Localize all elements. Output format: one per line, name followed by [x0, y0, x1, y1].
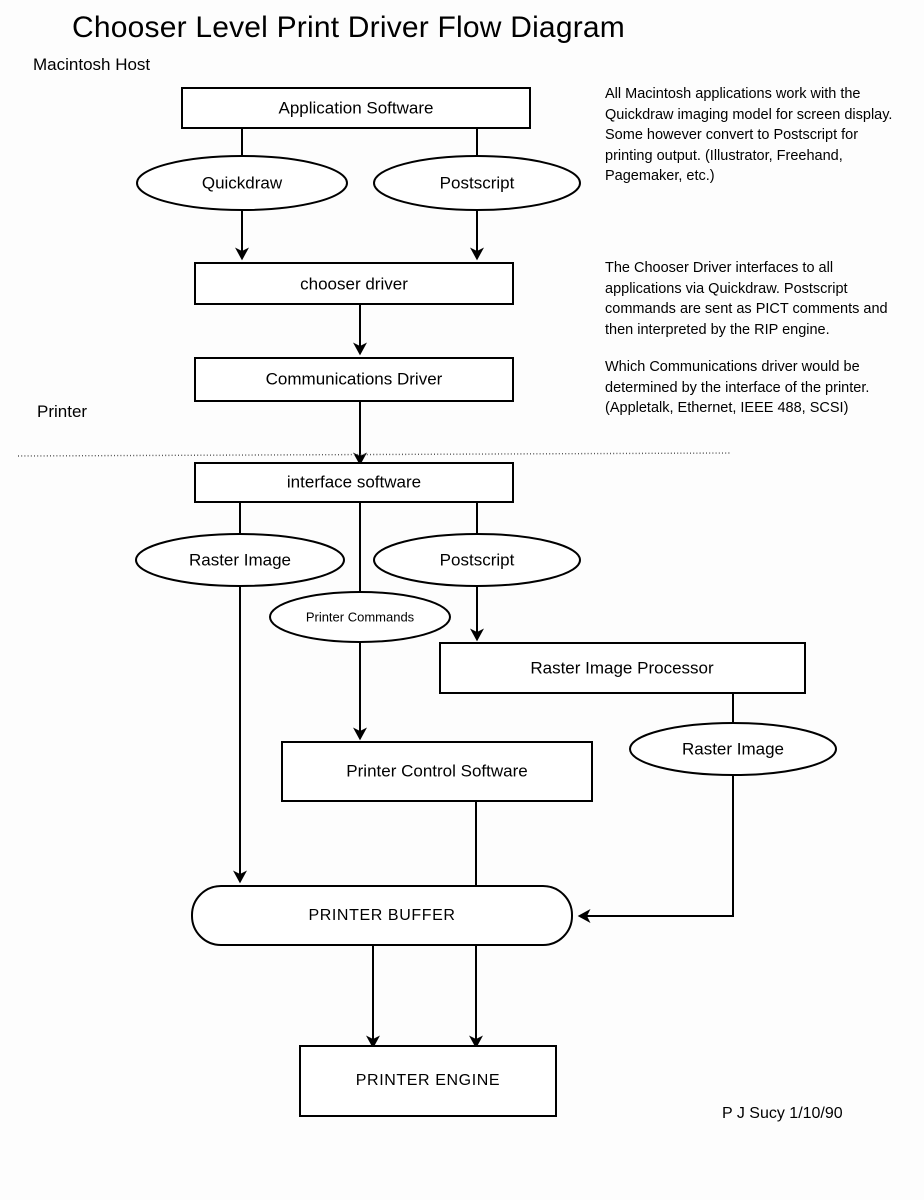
- node-raster-image-left-label: Raster Image: [189, 550, 291, 569]
- node-chooser-driver: chooser driver: [194, 262, 514, 305]
- node-raster-image-right-label: Raster Image: [682, 739, 784, 758]
- node-communications-driver-label: Communications Driver: [266, 369, 443, 388]
- node-application-software: Application Software: [181, 87, 531, 129]
- node-postscript-top: Postscript: [373, 155, 581, 211]
- node-interface-software: interface software: [194, 462, 514, 503]
- node-postscript-top-label: Postscript: [440, 173, 515, 192]
- node-chooser-driver-label: chooser driver: [300, 274, 408, 293]
- node-printer-control-software: Printer Control Software: [281, 741, 593, 802]
- connector-raster-right-to-buffer: [577, 772, 734, 923]
- node-printer-control-software-label: Printer Control Software: [346, 761, 527, 780]
- node-postscript-bottom-label: Postscript: [440, 550, 515, 569]
- node-printer-engine-label: PRINTER ENGINE: [356, 1072, 500, 1089]
- note-communications-driver: Which Communications driver would be det…: [605, 359, 870, 417]
- node-raster-image-processor: Raster Image Processor: [439, 642, 806, 694]
- note-chooser-driver-interface: The Chooser Driver interfaces to all app…: [605, 260, 888, 338]
- node-raster-image-right: Raster Image: [629, 722, 837, 776]
- node-communications-driver: Communications Driver: [194, 357, 514, 402]
- zone-label-macintosh-host: Macintosh Host: [33, 55, 151, 74]
- node-quickdraw: Quickdraw: [136, 155, 348, 211]
- host-printer-divider: [17, 452, 732, 457]
- node-raster-image-processor-label: Raster Image Processor: [530, 658, 714, 677]
- node-printer-buffer: PRINTER BUFFER: [191, 885, 573, 946]
- node-application-software-label: Application Software: [279, 98, 434, 117]
- zone-label-printer: Printer: [37, 402, 88, 421]
- author-signature: P J Sucy 1/10/90: [722, 1105, 843, 1122]
- node-printer-buffer-label: PRINTER BUFFER: [308, 907, 455, 924]
- node-quickdraw-label: Quickdraw: [202, 173, 283, 192]
- note-quickdraw-imaging-model: All Macintosh applications work with the…: [605, 86, 893, 185]
- node-interface-software-label: interface software: [287, 472, 421, 491]
- page-title: Chooser Level Print Driver Flow Diagram: [72, 11, 625, 44]
- node-raster-image-left: Raster Image: [135, 533, 345, 587]
- node-printer-engine: PRINTER ENGINE: [299, 1045, 557, 1117]
- node-postscript-bottom: Postscript: [373, 533, 581, 587]
- node-printer-commands: Printer Commands: [269, 591, 451, 643]
- node-printer-commands-label: Printer Commands: [306, 609, 415, 624]
